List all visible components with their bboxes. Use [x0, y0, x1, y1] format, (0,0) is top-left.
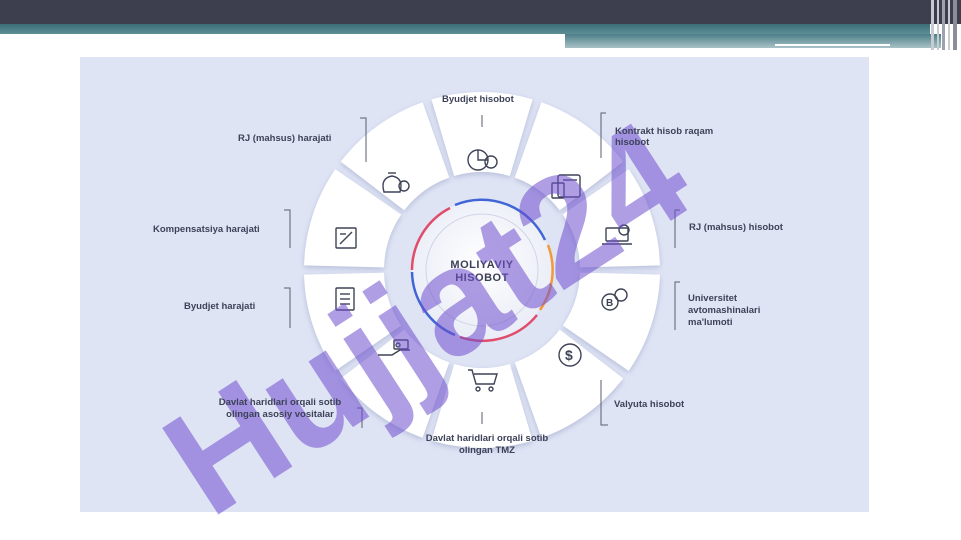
header-bar: [0, 0, 961, 24]
pie-chart-coin-icon: [467, 149, 498, 171]
hand-money-icon: [378, 339, 410, 356]
label-byudjet-harajati: Byudjet harajati: [184, 301, 256, 312]
ring-segment-2: [514, 102, 624, 211]
label-tmz-line2: olingan TMZ: [459, 445, 515, 456]
connector-rj-harajati: [360, 117, 367, 162]
compensation-document-icon: [335, 227, 357, 249]
connector-kompensatsiya: [284, 209, 291, 248]
svg-text:B: B: [606, 298, 613, 309]
ring-segment-6: [431, 363, 533, 449]
ring-segment-8: [304, 272, 402, 371]
arc-red: [410, 206, 451, 271]
center-circle: [412, 200, 552, 340]
ring-segment-1: [431, 91, 533, 177]
label-valyuta: Valyuta hisobot: [614, 399, 685, 410]
header-accent-bar: [0, 24, 930, 34]
connector-rj-hisobot: [674, 209, 680, 248]
center-inner-ring: [425, 213, 539, 327]
ring-segment-7: [340, 329, 450, 438]
laptop-report-icon: [602, 224, 632, 245]
connector-byudjet-harajati: [284, 287, 291, 328]
arc-orange: [538, 244, 554, 311]
header-accent-line: [775, 44, 890, 46]
ring-segment-4: [562, 272, 660, 371]
label-rj-hisobot: RJ (mahsus) hisobot: [689, 222, 783, 233]
label-rj-harajati: RJ (mahsus) harajati: [238, 133, 332, 144]
ring-segment-3: [562, 169, 660, 268]
label-asosiy-line2: olingan asosiy vositalar: [226, 409, 334, 420]
label-kompensatsiya: Kompensatsiya harajati: [153, 224, 260, 235]
center-title-line1: MOLIYAVIY: [450, 259, 513, 271]
arc-red-2: [459, 314, 538, 342]
connector-universitet: [674, 281, 680, 330]
ring-segment-5: [514, 329, 624, 438]
calculator-document-icon: [551, 174, 581, 199]
money-bag-icon: [382, 172, 410, 193]
connector-valyuta: [600, 380, 608, 426]
connector-kontrakt: [600, 112, 606, 158]
label-tmz-line1: Davlat haridlari orqali sotib: [425, 433, 549, 444]
bitcoin-coins-icon: B: [601, 288, 628, 311]
header-edge-stripes: [931, 0, 957, 50]
label-byudjet-hisobot: Byudjet hisobot: [442, 94, 514, 105]
ring-segments: [304, 91, 660, 449]
center-title-line2: HISOBOT: [455, 272, 509, 284]
ring-segment-10: [340, 102, 450, 211]
label-universitet-line1: Universitet: [688, 293, 738, 304]
connector-asosiy: [357, 407, 363, 428]
arc-blue-2: [410, 271, 456, 337]
ring-segment-9: [304, 169, 402, 268]
label-universitet-line3: ma'lumoti: [688, 317, 733, 328]
svg-text:$: $: [565, 347, 573, 363]
label-kontrakt-line2: hisobot: [615, 137, 650, 148]
arc-blue: [454, 198, 547, 241]
budget-document-icon: [335, 287, 355, 311]
label-asosiy-line1: Davlat haridlari orqali sotib: [218, 397, 342, 408]
dollar-cycle-icon: $: [558, 343, 582, 367]
label-kontrakt-line1: Kontrakt hisob raqam: [615, 126, 714, 137]
shopping-cart-icon: [468, 369, 498, 392]
label-universitet-line2: avtomashinalari: [688, 305, 761, 316]
